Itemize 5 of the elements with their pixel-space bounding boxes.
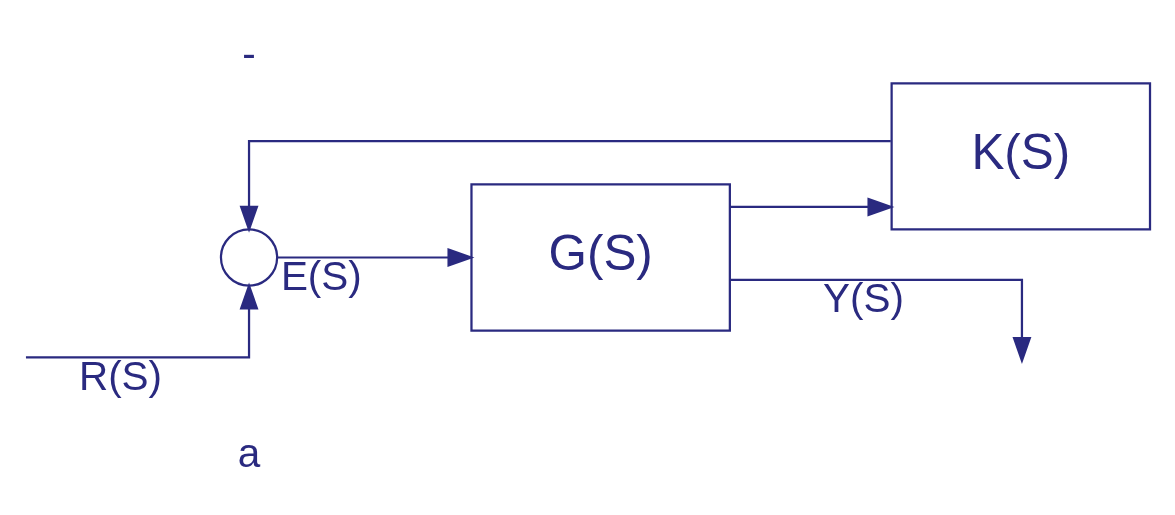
label: a bbox=[237, 430, 261, 477]
label: - bbox=[242, 30, 256, 77]
edge-label: R(S) bbox=[78, 352, 163, 399]
edge-label: Y(S) bbox=[823, 275, 904, 322]
edge-label: E(S) bbox=[280, 252, 362, 299]
